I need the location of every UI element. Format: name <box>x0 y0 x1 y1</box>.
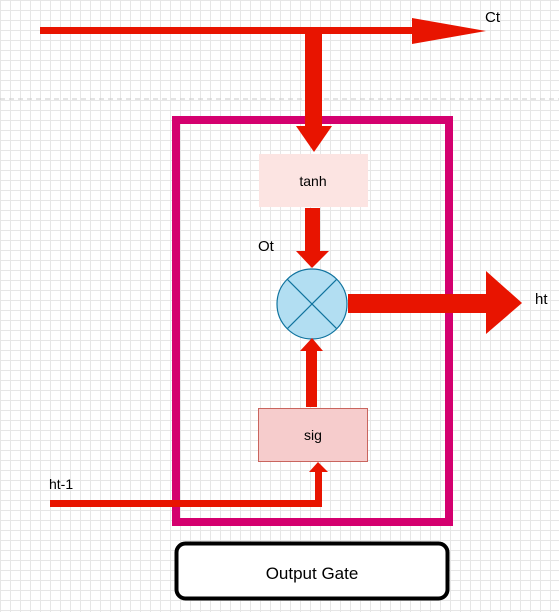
cell-state-arrow <box>40 18 486 44</box>
gate-title-box <box>174 541 450 601</box>
sig-label: sig <box>304 427 322 443</box>
tanh-box <box>259 154 368 207</box>
gate-title: Output Gate <box>266 564 359 583</box>
circled-x-icon <box>276 268 348 340</box>
ht-label: ht <box>535 291 548 308</box>
sig-box <box>258 408 368 462</box>
tanh-label: tanh <box>299 173 326 189</box>
ot-label: Ot <box>258 238 275 255</box>
ht-prev-input-arrow <box>50 462 328 507</box>
cell-to-tanh-arrow <box>296 34 332 152</box>
sig-to-multiply-arrow <box>300 338 323 407</box>
ct-label: Ct <box>485 9 501 26</box>
ht-output-arrow <box>348 271 522 334</box>
ht-prev-label: ht-1 <box>49 476 73 492</box>
tanh-to-multiply-arrow <box>296 208 329 268</box>
